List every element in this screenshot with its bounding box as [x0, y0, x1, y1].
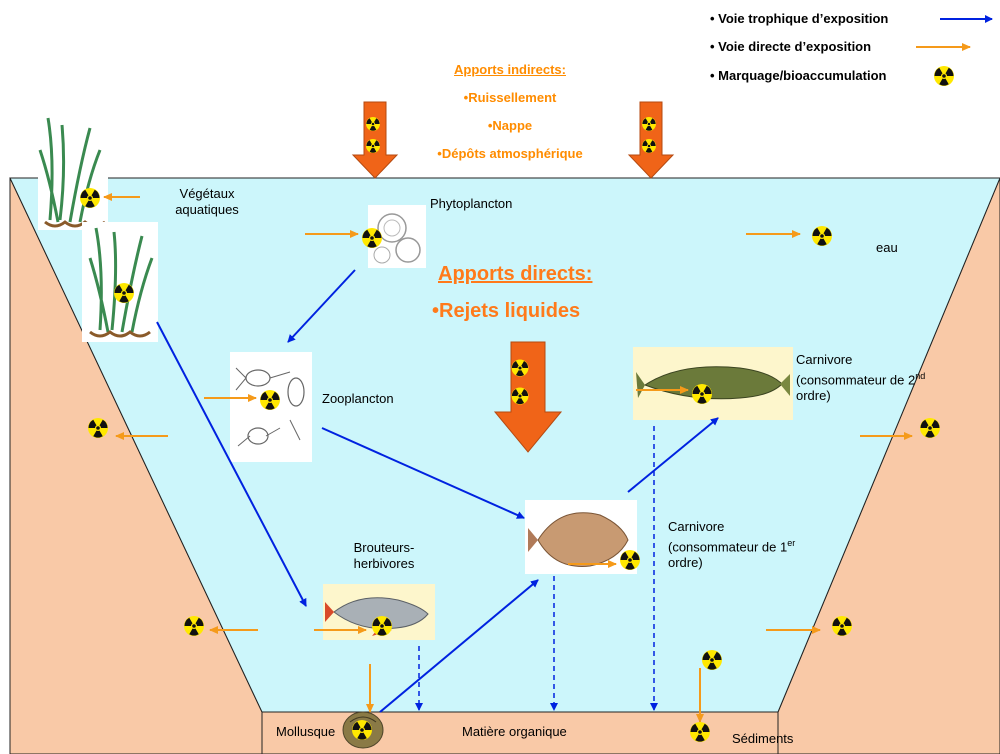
- aquatic-plant-icon: [38, 112, 108, 230]
- radiation-icon: [260, 390, 280, 410]
- legend-trophic-label: • Voie trophique d’exposition: [710, 11, 888, 26]
- water-label: eau: [876, 240, 898, 255]
- indirect-input-arrow: [629, 102, 673, 178]
- radiation-icon: [352, 720, 372, 740]
- zooplankton-label: Zooplancton: [322, 391, 394, 406]
- radiation-icon: [690, 722, 710, 742]
- direct-inputs-title: Apports directs:: [438, 263, 592, 286]
- indirect-item: •Ruissellement: [400, 90, 620, 105]
- radiation-icon: [362, 228, 382, 248]
- indirect-inputs-title: Apports indirects:: [400, 62, 620, 77]
- grazers-herbivores-label: Brouteurs-herbivores: [334, 540, 434, 572]
- radiation-icon: [920, 418, 940, 438]
- bream-fish-icon: [525, 500, 637, 574]
- radiation-icon: [88, 418, 108, 438]
- aquatic-plant-icon: [82, 222, 158, 342]
- radiation-icon: [372, 616, 392, 636]
- phytoplankton-label: Phytoplancton: [430, 196, 512, 211]
- legend-marking-label: • Marquage/bioaccumulation: [710, 68, 886, 83]
- radiation-icon: [832, 616, 852, 636]
- direct-inputs-item: •Rejets liquides: [432, 300, 580, 323]
- radiation-icon: [80, 188, 100, 208]
- radiation-icon: [184, 616, 204, 636]
- legend-direct-label: • Voie directe d’exposition: [710, 39, 871, 54]
- carnivore-2nd-order-label: Carnivore (consommateur de 2nd ordre): [796, 352, 946, 404]
- radiation-icon: [620, 550, 640, 570]
- organic-matter-label: Matière organique: [462, 724, 567, 739]
- radiation-icon: [692, 384, 712, 404]
- radiation-icon: [702, 650, 722, 670]
- mollusc-label: Mollusque: [276, 724, 335, 739]
- carnivore-1st-order-label: Carnivore (consommateur de 1er ordre): [668, 519, 808, 571]
- pike-fish-icon: [633, 347, 793, 420]
- aquatic-plants-label: Végétaux aquatiques: [162, 186, 252, 218]
- indirect-item: •Nappe: [400, 118, 620, 133]
- sediments-label: Sédiments: [732, 731, 793, 746]
- indirect-input-arrow: [353, 102, 397, 178]
- radiation-icon: [114, 283, 134, 303]
- radiation-icon: [812, 226, 832, 246]
- indirect-item: •Dépôts atmosphérique: [400, 146, 620, 161]
- legend-radiation-icon: [934, 66, 954, 86]
